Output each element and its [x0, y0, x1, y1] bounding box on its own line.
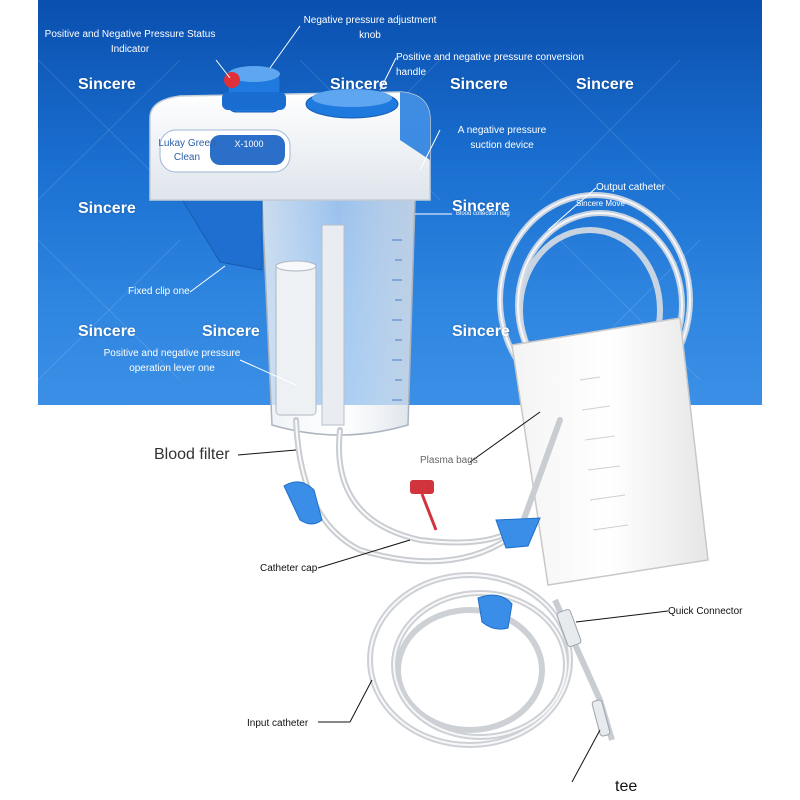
catheter-cap — [410, 480, 438, 531]
adjustment-knob — [222, 66, 286, 113]
label-sincere-move: Sincere Move — [576, 199, 625, 208]
watermark: Sincere — [202, 323, 260, 340]
label-conversion-handle: Positive and negative pressure conversio… — [396, 52, 584, 78]
plasma-bag — [511, 317, 709, 586]
watermark: Sincere — [450, 76, 508, 93]
fixed-clip — [179, 195, 263, 271]
leader-lines-light — [189, 25, 597, 386]
watermark: Sincere — [78, 76, 136, 93]
label-blood-bag: Blood collection bag — [456, 211, 510, 217]
conversion-handle — [305, 89, 399, 119]
label-tee: tee — [615, 778, 638, 795]
label-fixed-clip: Fixed clip one — [128, 286, 190, 297]
quick-connector — [556, 609, 582, 647]
tube-clamps — [283, 481, 541, 630]
label-suction-device: A negative pressure suction device — [457, 125, 547, 151]
label-adjust-knob: Negative pressure adjustment knob — [303, 15, 437, 41]
watermark: Sincere — [330, 76, 388, 93]
label-status-indicator: Positive and Negative Pressure Status In… — [44, 29, 216, 55]
label-catheter-cap: Catheter cap — [260, 563, 318, 574]
tee-connector — [591, 699, 611, 737]
watermark: Sincere — [78, 323, 136, 340]
watermark: Sincere — [452, 198, 510, 215]
label-blood-filter: Blood filter — [154, 446, 230, 463]
model-label: X-1000 — [234, 139, 264, 149]
watermark: Sincere — [452, 323, 510, 340]
status-indicator — [224, 72, 240, 88]
label-input-catheter: Input catheter — [247, 718, 309, 729]
brand-label: Lukay Green Clean — [158, 138, 216, 163]
label-output-catheter: Output catheter — [596, 182, 665, 193]
leader-lines-dark — [237, 411, 669, 783]
canister — [261, 199, 416, 436]
label-quick-connector: Quick Connector — [668, 606, 743, 617]
lid — [149, 91, 431, 201]
label-plasma-bags: Plasma bags — [420, 455, 478, 466]
watermark: Sincere — [78, 200, 136, 217]
watermark: Sincere — [576, 76, 634, 93]
label-operation-lever: Positive and negative pressure operation… — [103, 348, 241, 374]
